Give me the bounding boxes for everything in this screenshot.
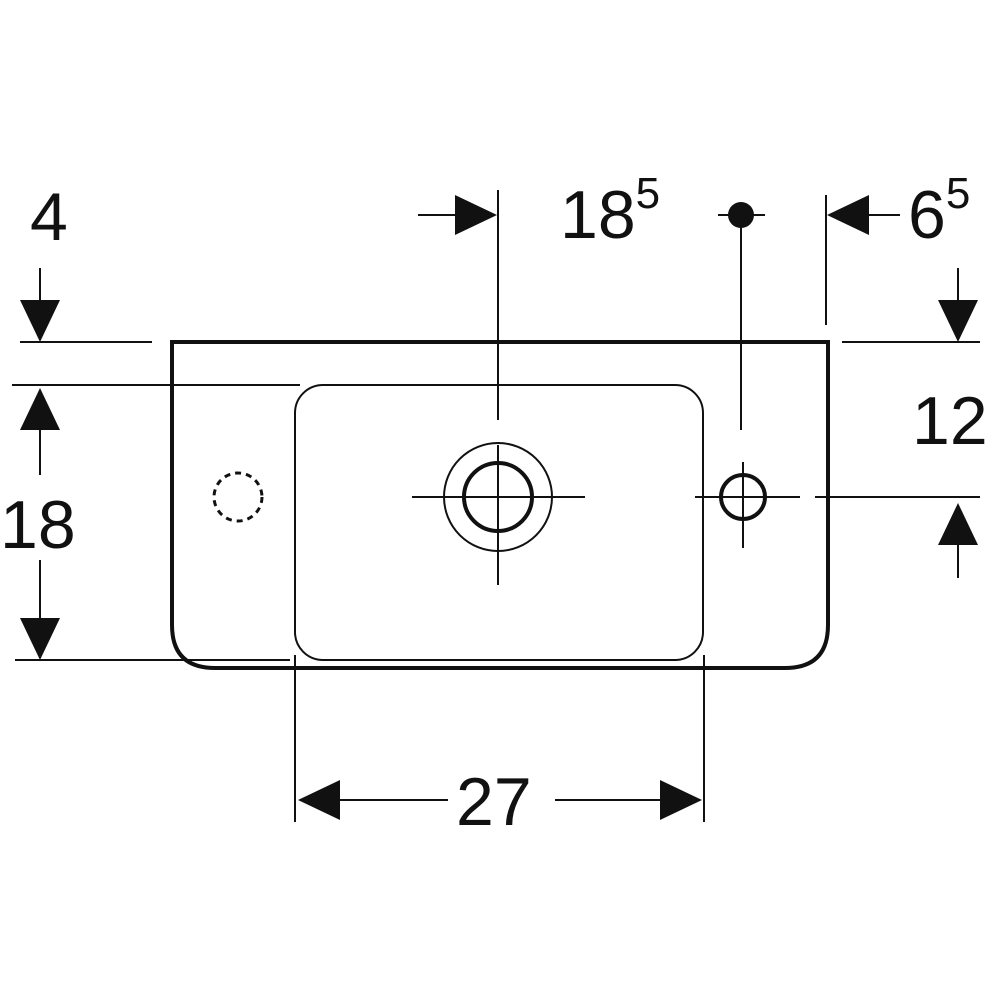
top-offset-arrow (20, 300, 60, 342)
tap-height-arrow-bottom (938, 503, 978, 545)
tap-hole (695, 462, 800, 548)
width-arrow-right (660, 780, 702, 820)
tap-height-arrow-top (938, 300, 978, 342)
label-top-offset: 4 (30, 179, 68, 255)
basin-outline (170, 340, 830, 670)
right-offset-arrow (827, 195, 869, 235)
label-bowl-depth: 18 (0, 487, 76, 563)
tap-marker-icon (718, 202, 765, 430)
depth-arrow-bottom (20, 618, 60, 660)
overflow-hole (212, 471, 264, 523)
drain-offset-arrow (455, 195, 497, 235)
label-center-offset: 185 (560, 169, 660, 253)
width-arrow-left (298, 780, 340, 820)
label-tap-height: 12 (912, 383, 988, 459)
drain (412, 442, 585, 585)
label-bowl-width: 27 (456, 764, 532, 840)
depth-arrow-top (20, 388, 60, 430)
label-right-offset: 65 (908, 169, 970, 253)
